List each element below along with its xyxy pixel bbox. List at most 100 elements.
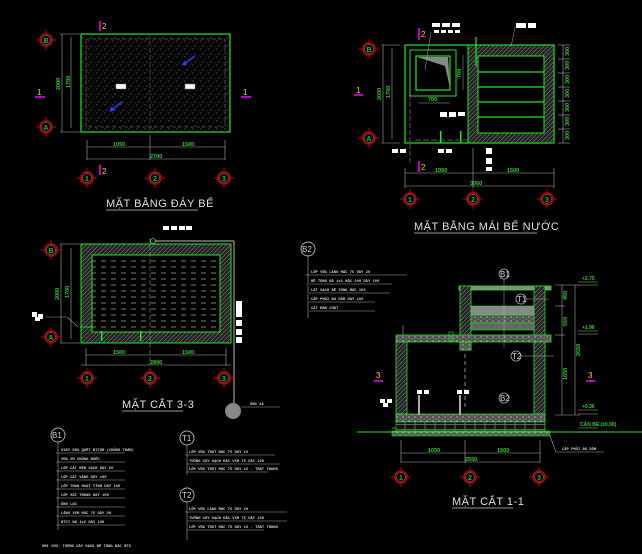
svg-text:3: 3 [222, 376, 226, 383]
svg-text:LỚP THAN HOẠT TÍNH DÀY 100: LỚP THAN HOẠT TÍNH DÀY 100 [61, 484, 121, 489]
svg-text:VỮA XM CHỐNG NƯỚC: VỮA XM CHỐNG NƯỚC [61, 457, 100, 462]
legend-B2: B2 LỚP VỮA LÁNG MÁC 75 DÀY 20 BÊ TÔNG ĐÁ… [300, 241, 407, 318]
svg-text:LỚP VỮA TRÁT MÁC 75 DÀY 15: LỚP VỮA TRÁT MÁC 75 DÀY 15 [189, 450, 249, 455]
svg-text:GIẤY DẦU QUÉT BITUM (CHỐNG THẤ: GIẤY DẦU QUÉT BITUM (CHỐNG THẤM) [61, 448, 134, 453]
svg-text:1050: 1050 [428, 448, 440, 454]
svg-text:ỐNG XẢ: ỐNG XẢ [250, 401, 264, 407]
title-roof-plan: MẶT BẰNG MÁI BỂ NƯỚC [414, 220, 559, 233]
slope-arrow-icon [182, 55, 196, 66]
callout-label [380, 390, 469, 407]
svg-text:2: 2 [468, 475, 472, 482]
tag-T1: T1 [517, 295, 527, 304]
svg-text:1: 1 [85, 376, 89, 383]
svg-text:LỚP CÁT ĐEN SẠCH DÀY 50: LỚP CÁT ĐEN SẠCH DÀY 50 [61, 466, 114, 471]
tag-T2: T2 [512, 352, 522, 361]
svg-text:300: 300 [565, 131, 571, 140]
svg-text:TƯỜNG XÂY GẠCH ĐẶC VXM 75 DÀY: TƯỜNG XÂY GẠCH ĐẶC VXM 75 DÀY 220 [189, 459, 265, 464]
svg-text:BTCT ĐÁ 1x2 DÀY 100: BTCT ĐÁ 1x2 DÀY 100 [61, 520, 105, 525]
floor-slab [80, 33, 231, 133]
outlet-pipe-icon [225, 403, 241, 419]
svg-text:700: 700 [457, 69, 463, 78]
svg-text:CẤP PHỐI ĐÁ DĂM DÀY 100: CẤP PHỐI ĐÁ DĂM DÀY 100 [311, 297, 364, 302]
water-body [91, 254, 221, 333]
svg-text:300: 300 [565, 47, 571, 56]
svg-text:TƯỜNG XÂY GẠCH ĐẶC VXM 75 DÀY: TƯỜNG XÂY GẠCH ĐẶC VXM 75 DÀY 220 [189, 516, 265, 521]
svg-text:1500: 1500 [182, 350, 194, 356]
svg-text:1500: 1500 [497, 448, 509, 454]
svg-text:300: 300 [565, 89, 571, 98]
dim-total: 2700 [150, 154, 162, 160]
grid-bubble-B: B [44, 38, 49, 45]
floor-plan: 2000 1700 1050 1500 2700 2 2 1 1 B A 1 2… [35, 21, 251, 211]
legend-tag-B2: B2 [302, 245, 312, 254]
svg-text:BÊ TÔNG ĐÁ 1x2 MÁC 200 DÀY 100: BÊ TÔNG ĐÁ 1x2 MÁC 200 DÀY 100 [311, 279, 380, 284]
svg-text:LÁNG VXM MÁC 75 DÀY 20: LÁNG VXM MÁC 75 DÀY 20 [61, 511, 112, 516]
svg-text:2: 2 [102, 22, 107, 31]
svg-text:LỚP VỮA TRÁT MÁC 75 DÀY 15 - T: LỚP VỮA TRÁT MÁC 75 DÀY 15 - TRÁT TRONG [189, 467, 279, 472]
svg-text:2650: 2650 [576, 344, 582, 356]
svg-text:CẤP PHỐI ĐÁ DĂM: CẤP PHỐI ĐÁ DĂM [562, 447, 597, 452]
svg-text:CÁT ĐẦM CHẶT: CÁT ĐẦM CHẶT [311, 306, 339, 311]
grid-bubble-2: 2 [153, 176, 157, 183]
title-section-1-1: MẶT CẮT 1-1 [452, 495, 524, 508]
svg-text:ỐNG LỌC: ỐNG LỌC [61, 502, 78, 507]
tag-B1: B1 [500, 270, 510, 279]
svg-text:3: 3 [588, 371, 593, 380]
svg-text:B: B [367, 47, 372, 54]
svg-text:2: 2 [148, 376, 152, 383]
svg-text:3060: 3060 [470, 181, 482, 187]
svg-text:300: 300 [565, 117, 571, 126]
svg-text:1: 1 [243, 88, 248, 97]
dim-span-2: 1500 [182, 142, 194, 148]
tag-B2: B2 [500, 394, 510, 403]
svg-text:1050: 1050 [435, 168, 447, 174]
section-3-3: ỐNG XẢ 2000 1700 1500 1500 2800 B A 1 2 … [32, 226, 280, 419]
svg-text:LỚP VỮA LÁNG MÁC 75 DÀY 20: LỚP VỮA LÁNG MÁC 75 DÀY 20 [189, 507, 249, 512]
svg-text:1500: 1500 [113, 350, 125, 356]
callout-label [392, 23, 536, 171]
svg-text:300: 300 [565, 75, 571, 84]
slope-arrow-icon [109, 101, 123, 112]
general-note: GHI CHÚ: TƯỜNG XÂY GẠCH BÊ TÔNG ĐẶC M75 [42, 544, 132, 549]
level-roof: +1.96 [582, 325, 595, 331]
svg-text:3: 3 [537, 475, 541, 482]
svg-text:A: A [367, 136, 372, 143]
grid-bubble-A: A [44, 125, 49, 132]
legend-tag-T1: T1 [182, 434, 192, 443]
legend-T1: T1 LỚP VỮA TRÁT MÁC 75 DÀY 15 TƯỜNG XÂY … [179, 430, 280, 475]
svg-text:LỚP VỮA LÁNG MÁC 75 DÀY 20: LỚP VỮA LÁNG MÁC 75 DÀY 20 [311, 270, 371, 275]
svg-text:2550: 2550 [465, 457, 477, 463]
svg-text:1: 1 [408, 197, 412, 204]
drain-icon [184, 83, 196, 90]
svg-text:2000: 2000 [55, 288, 61, 300]
roof-plan: 300 300 300 300 300 300 300 700 700 2000… [354, 23, 571, 234]
level-floor: +0.36 [582, 404, 595, 410]
legend-tag-T2: T2 [182, 491, 192, 500]
svg-text:LÁT GẠCH BÊ TÔNG MÁC 150: LÁT GẠCH BÊ TÔNG MÁC 150 [311, 288, 366, 293]
level-top: +2.75 [582, 276, 595, 282]
dim-left-inner: 1700 [66, 76, 72, 88]
drain-icon [115, 83, 127, 90]
svg-text:3: 3 [376, 371, 381, 380]
dim-left-total: 2000 [56, 78, 62, 90]
legend-tag-B1: B1 [52, 431, 62, 440]
svg-text:2: 2 [471, 197, 475, 204]
svg-text:LỚP CÁT VÀNG DÀY 100: LỚP CÁT VÀNG DÀY 100 [61, 475, 107, 480]
svg-text:2000: 2000 [377, 88, 383, 100]
callout-label [32, 226, 242, 343]
svg-text:450: 450 [563, 291, 569, 300]
svg-text:1700: 1700 [386, 86, 392, 98]
svg-text:300: 300 [565, 103, 571, 112]
svg-text:700: 700 [428, 97, 437, 103]
svg-text:1500: 1500 [507, 168, 519, 174]
section-1-1: B1 T1 T2 B2 450 550 1650 2650 +2.75 +1.9… [357, 268, 642, 509]
svg-text:LỚP SỎI TRẮNG DÀY 100: LỚP SỎI TRẮNG DÀY 100 [61, 492, 110, 498]
svg-text:LỚP VỮA TRÁT MÁC 75 DÀY 15 - T: LỚP VỮA TRÁT MÁC 75 DÀY 15 - TRÁT TRONG [189, 525, 279, 530]
svg-text:3: 3 [545, 197, 549, 204]
svg-text:1: 1 [356, 86, 361, 95]
legend-B1: B1 GIẤY DẦU QUÉT BITUM (CHỐNG THẤM) VỮA … [50, 427, 134, 530]
svg-text:2800: 2800 [150, 360, 162, 366]
svg-text:1650: 1650 [563, 368, 569, 380]
svg-text:A: A [49, 335, 54, 342]
svg-text:2: 2 [102, 167, 107, 176]
